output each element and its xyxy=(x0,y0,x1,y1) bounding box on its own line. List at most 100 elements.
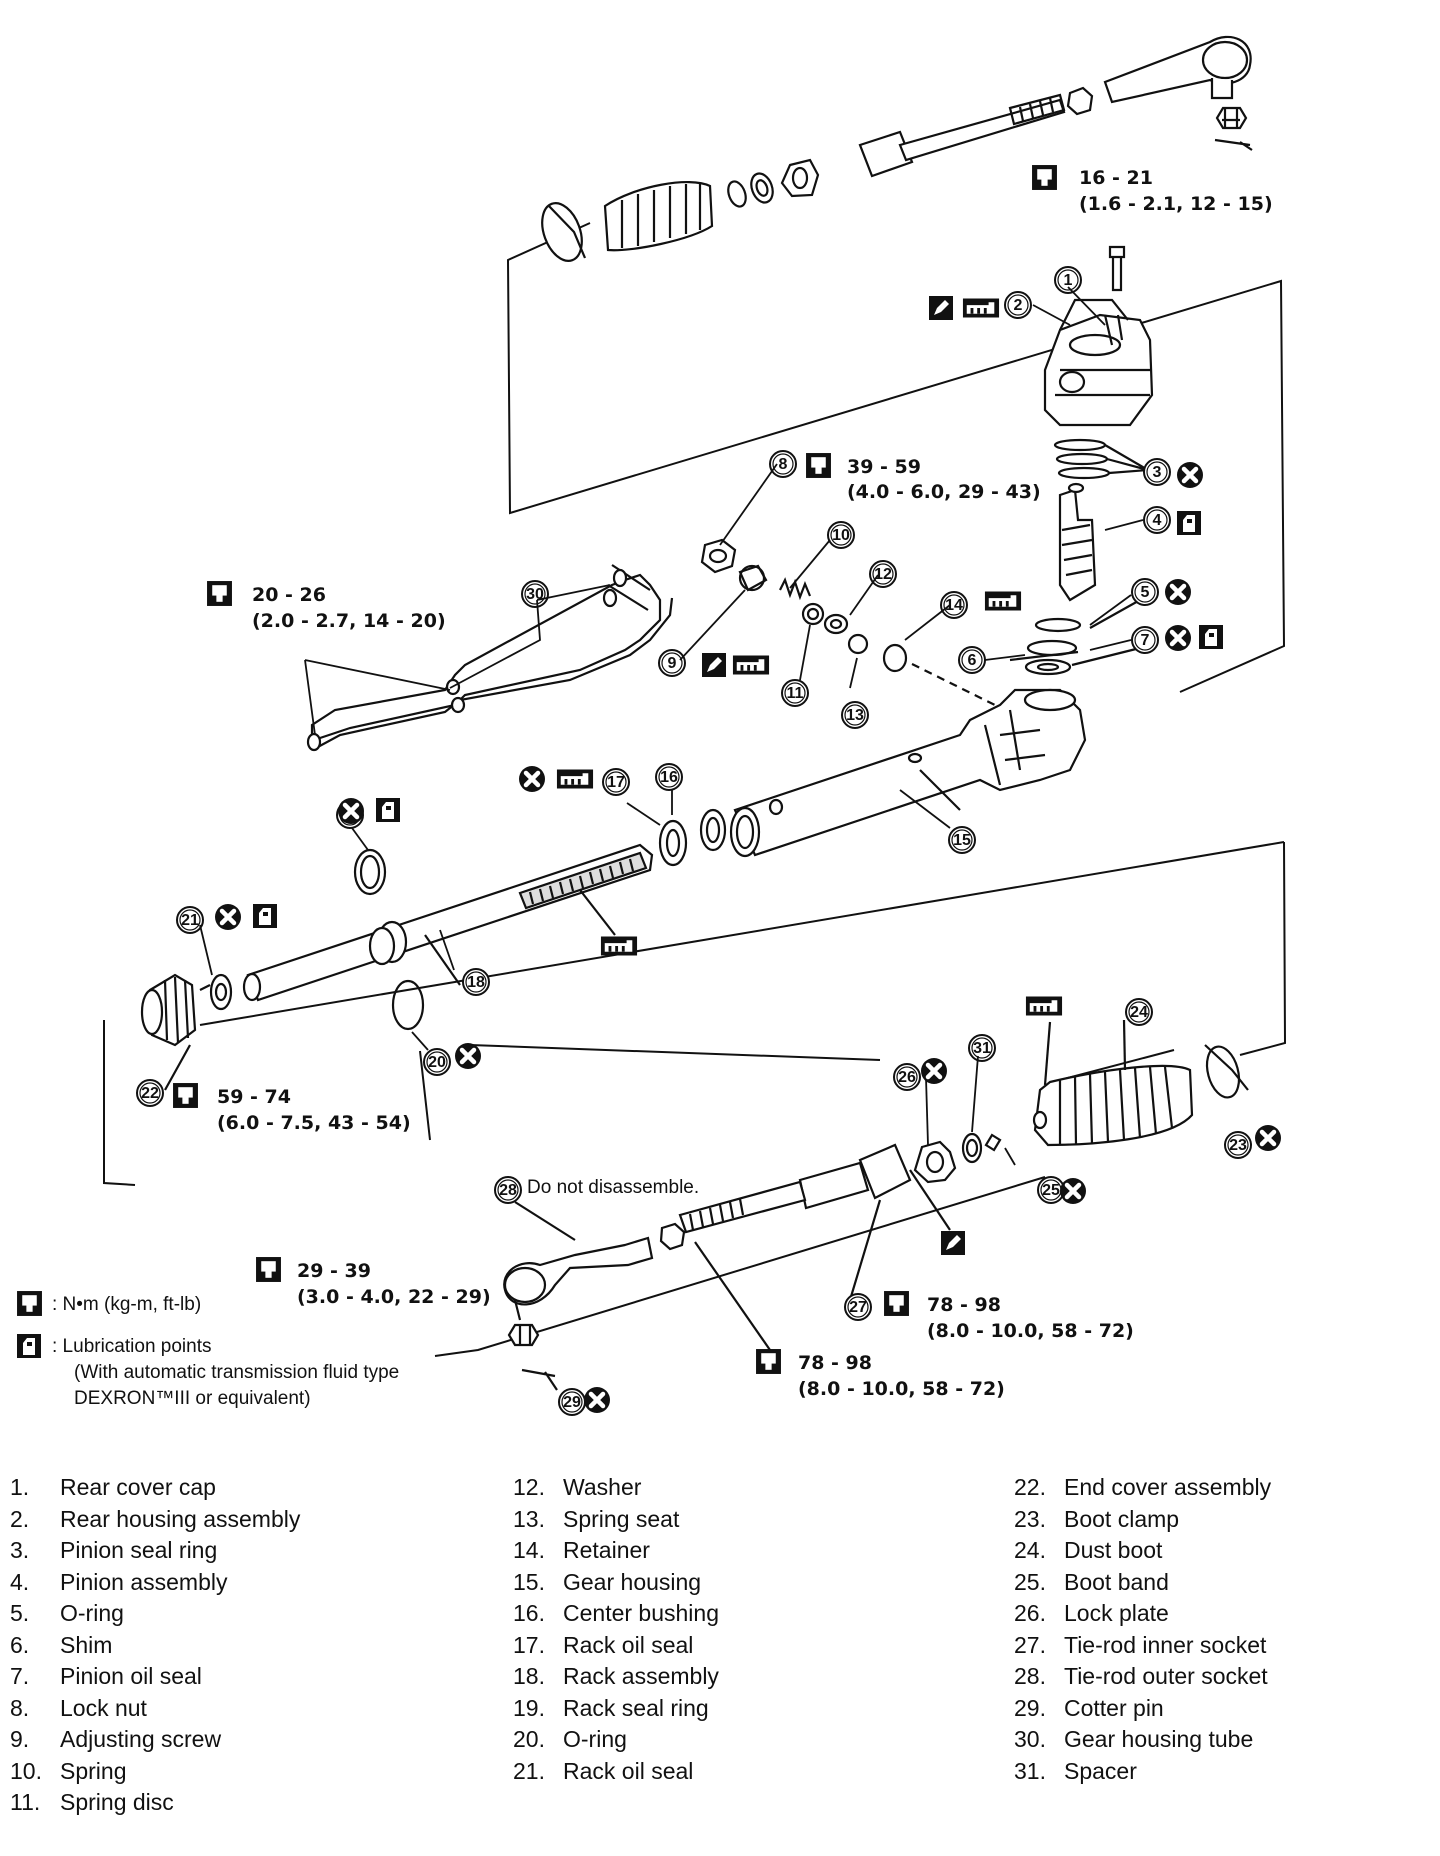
grease-icon xyxy=(984,591,1022,611)
parts-list-item: 19.Rack seal ring xyxy=(513,1693,719,1725)
lubrication-icon xyxy=(1199,625,1223,649)
part-name: Pinion oil seal xyxy=(60,1663,202,1689)
callout-number: 8 xyxy=(779,456,788,473)
part-number: 28. xyxy=(1014,1663,1046,1689)
parts-list-item: 27.Tie-rod inner socket xyxy=(1014,1630,1271,1662)
parts-list-item: 7.Pinion oil seal xyxy=(10,1661,300,1693)
do-not-reuse-icon xyxy=(1165,579,1191,605)
torque-t4-nm: 59 - 74 xyxy=(217,1086,291,1108)
lubrication-icon xyxy=(1177,511,1201,535)
part-number: 19. xyxy=(513,1694,545,1721)
parts-list-item: 10.Spring xyxy=(10,1756,300,1788)
retainer xyxy=(882,643,908,673)
parts-list-item: 5.O-ring xyxy=(10,1598,300,1630)
upper-boot-clamp xyxy=(541,202,583,262)
pinion-group xyxy=(1009,245,1154,676)
lower-tie-rod-group xyxy=(503,1132,1002,1391)
parts-list-item: 14.Retainer xyxy=(513,1535,719,1567)
part-number: 10. xyxy=(10,1757,42,1784)
part-name: Washer xyxy=(563,1474,642,1500)
parts-list-item: 16.Center bushing xyxy=(513,1598,719,1630)
parts-list-item: 9.Adjusting screw xyxy=(10,1724,300,1756)
torque-wrench-icon xyxy=(884,1291,909,1316)
callout-11: 11 xyxy=(781,679,809,707)
o-ring-20 xyxy=(391,979,425,1031)
parts-list-item: 26.Lock plate xyxy=(1014,1598,1271,1630)
lower-castle-nut xyxy=(507,1323,540,1347)
torque-t1-alt: (1.6 - 2.1, 12 - 15) xyxy=(1079,193,1273,215)
left-end-group xyxy=(140,973,425,1091)
parts-list-item: 4. Pinion assembly xyxy=(10,1567,300,1599)
parts-list-item: 31.Spacer xyxy=(1014,1756,1271,1788)
callout-8: 8 xyxy=(769,450,797,478)
part-number: 26. xyxy=(1014,1600,1046,1626)
callout-27: 27 xyxy=(844,1293,872,1321)
part-name: Boot clamp xyxy=(1064,1505,1180,1532)
callout-25: 25 xyxy=(1037,1176,1065,1204)
parts-list-item: 29.Cotter pin xyxy=(1014,1693,1271,1725)
part-number: 15. xyxy=(513,1568,545,1595)
callout-4: 4 xyxy=(1143,506,1171,534)
callout-number: 22 xyxy=(141,1085,159,1102)
part-name: Rack oil seal xyxy=(563,1757,694,1784)
callout-number: 7 xyxy=(1141,632,1150,649)
part-name: Rear cover cap xyxy=(60,1474,216,1500)
callout-number: 3 xyxy=(1153,464,1162,481)
part-number: 14. xyxy=(513,1537,545,1563)
part-number: 6. xyxy=(10,1631,30,1658)
part-name: Center bushing xyxy=(563,1600,719,1626)
do-not-reuse-icon xyxy=(1177,462,1203,488)
parts-list-item: 11.Spring disc xyxy=(10,1787,300,1819)
part-name: Spacer xyxy=(1064,1757,1137,1784)
callout-28: 28 xyxy=(494,1176,522,1204)
lubrication-icon xyxy=(376,798,400,822)
sealant-icon xyxy=(941,1231,965,1255)
callout-24: 24 xyxy=(1125,998,1153,1026)
torque-wrench-icon xyxy=(756,1349,781,1374)
callout-number: 26 xyxy=(898,1069,916,1086)
torque-t6-alt: (8.0 - 10.0, 58 - 72) xyxy=(927,1320,1134,1342)
lower-boot-clamp xyxy=(1205,1045,1241,1099)
parts-list-item: 20.O-ring xyxy=(513,1724,719,1756)
part-number: 13. xyxy=(513,1505,545,1532)
leader-lines xyxy=(199,286,1144,1166)
parts-list-item: 22.End cover assembly xyxy=(1014,1472,1271,1504)
part-name: Pinion assembly xyxy=(60,1568,228,1595)
part-number: 12. xyxy=(513,1474,545,1500)
part-number: 22. xyxy=(1014,1474,1046,1500)
legend-torque-text: : N•m (kg-m, ft-lb) xyxy=(52,1294,201,1315)
do-not-reuse-icon xyxy=(519,766,545,792)
part-number: 25. xyxy=(1014,1568,1046,1595)
upper-inner-socket xyxy=(858,130,914,178)
callout-6: 6 xyxy=(958,646,986,674)
callout-number: 24 xyxy=(1130,1004,1148,1021)
torque-t6-nm: 78 - 98 xyxy=(927,1294,1001,1316)
parts-list-item: 13.Spring seat xyxy=(513,1504,719,1536)
callout-9: 9 xyxy=(658,649,686,677)
torque-wrench-icon xyxy=(1032,165,1057,190)
grease-icon xyxy=(1025,996,1063,1016)
torque-wrench-icon xyxy=(17,1291,42,1316)
pinion-assembly xyxy=(1058,488,1097,602)
do-not-reuse-icon xyxy=(1255,1125,1281,1151)
callout-10: 10 xyxy=(827,521,855,549)
callout-number: 18 xyxy=(467,974,485,991)
part-name: Spring disc xyxy=(60,1789,174,1815)
callout-number: 5 xyxy=(1141,584,1150,601)
upper-dust-boot xyxy=(603,180,714,252)
callout-number: 10 xyxy=(832,527,850,544)
callout-30: 30 xyxy=(521,580,549,608)
callout-number: 20 xyxy=(428,1054,446,1071)
part-number: 4. xyxy=(10,1568,30,1595)
parts-list-item: 23.Boot clamp xyxy=(1014,1504,1271,1536)
callout-12: 12 xyxy=(869,560,897,588)
callout-number: 29 xyxy=(563,1394,581,1411)
gear-housing xyxy=(729,688,1087,858)
part-name: Rack oil seal xyxy=(563,1631,694,1658)
parts-list-item: 18.Rack assembly xyxy=(513,1661,719,1693)
callout-14: 14 xyxy=(940,591,968,619)
end-cover-assembly xyxy=(140,973,197,1047)
parts-list-item: 12. Washer xyxy=(513,1472,719,1504)
parts-list-item: 30.Gear housing tube xyxy=(1014,1724,1271,1756)
